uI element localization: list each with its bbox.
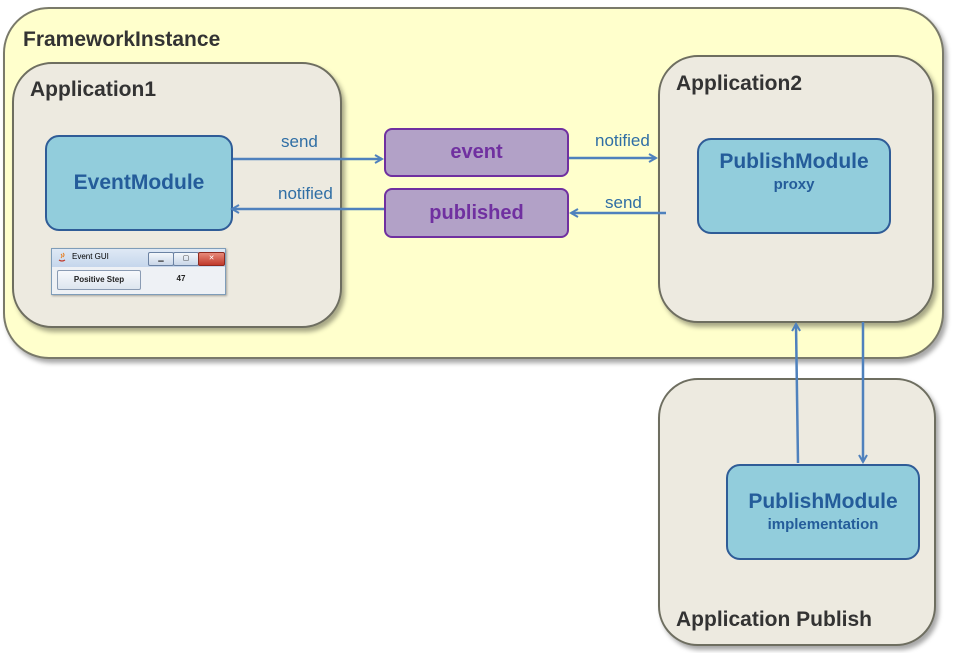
maximize-button[interactable]: ▢ <box>173 252 199 266</box>
minimize-icon: ▁ <box>158 255 164 262</box>
publish-module-impl-name: PublishModule <box>748 490 898 513</box>
publish-module-proxy: PublishModule proxy <box>697 138 891 234</box>
framework-instance-title: FrameworkInstance <box>23 28 221 51</box>
event-module-name: EventModule <box>73 171 205 194</box>
edge-label-send-published: send <box>605 193 642 212</box>
edge-label-notified-published: notified <box>278 184 333 203</box>
application1-title: Application1 <box>30 78 157 101</box>
event-gui-body: Positive Step 47 <box>52 267 225 294</box>
event-gui-titlebar[interactable]: Event GUI ▁ ▢ ✕ <box>52 249 225 267</box>
step-value: 47 <box>176 274 186 283</box>
positive-step-button[interactable]: Positive Step <box>57 270 141 290</box>
arrow-impl-to-app2 <box>796 324 798 464</box>
topic-event-label: event <box>450 141 503 163</box>
event-module: EventModule <box>45 135 233 231</box>
event-gui-title: Event GUI <box>72 252 109 261</box>
publish-module-impl-sub: implementation <box>767 516 879 533</box>
topic-published-label: published <box>429 201 524 224</box>
publish-module-proxy-name: PublishModule <box>719 150 869 173</box>
edge-label-notified-event: notified <box>595 131 650 150</box>
application2-title: Application2 <box>676 72 803 95</box>
java-icon <box>58 252 66 262</box>
topic-published: published <box>384 188 569 238</box>
publish-module-implementation: PublishModule implementation <box>726 464 920 560</box>
close-button[interactable]: ✕ <box>198 252 225 266</box>
application-publish-title: Application Publish <box>676 608 873 631</box>
minimize-button[interactable]: ▁ <box>148 252 174 266</box>
maximize-icon: ▢ <box>182 255 190 262</box>
publish-module-proxy-sub: proxy <box>773 176 815 193</box>
event-gui-window: Event GUI ▁ ▢ ✕ Positive Step 47 <box>51 248 226 295</box>
edge-label-send-event: send <box>281 132 318 151</box>
topic-event: event <box>384 128 569 177</box>
close-icon: ✕ <box>208 255 215 262</box>
